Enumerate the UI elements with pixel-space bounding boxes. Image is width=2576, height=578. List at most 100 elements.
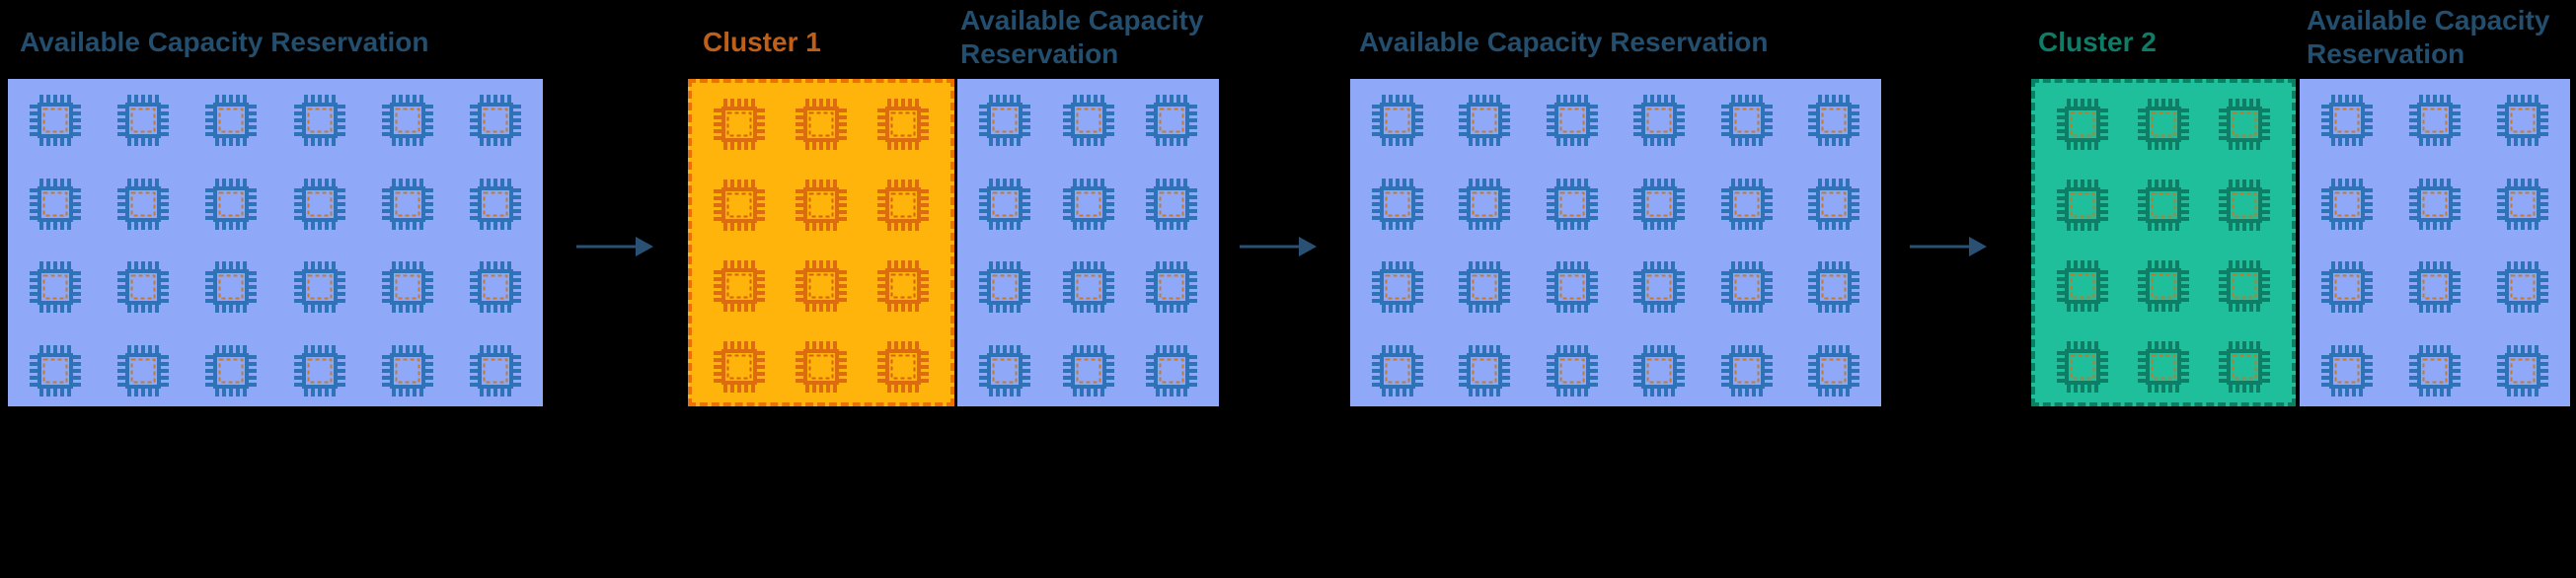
processor-chip-icon (1633, 95, 1685, 146)
processor-chip-icon (714, 99, 765, 150)
cluster-panel (688, 79, 954, 406)
capacity-reservation-group-3: Available Capacity Reservation (1350, 0, 1881, 414)
processor-chip-icon (382, 345, 433, 397)
processor-chip-icon (2138, 260, 2189, 312)
reservation-panel (8, 79, 543, 406)
reservation-panel (957, 79, 1219, 406)
processor-chip-icon (796, 99, 847, 150)
cluster-1-group: Cluster 1 (688, 0, 954, 414)
processor-chip-icon (1721, 95, 1773, 146)
processor-chip-icon (205, 95, 257, 146)
chip-grid (2300, 79, 2570, 406)
processor-chip-icon (1459, 95, 1510, 146)
panel-title: Available Capacity Reservation (1350, 26, 1881, 59)
processor-chip-icon (796, 180, 847, 231)
processor-chip-icon (1459, 179, 1510, 230)
processor-chip-icon (30, 179, 81, 230)
processor-chip-icon (1372, 179, 1423, 230)
processor-chip-icon (382, 179, 433, 230)
capacity-reservation-group-1: Available Capacity Reservation (8, 0, 543, 414)
processor-chip-icon (1808, 345, 1859, 397)
processor-chip-icon (1146, 261, 1197, 313)
processor-chip-icon (2219, 99, 2270, 150)
processor-chip-icon (1721, 345, 1773, 397)
processor-chip-icon (714, 180, 765, 231)
processor-chip-icon (1808, 261, 1859, 313)
processor-chip-icon (382, 261, 433, 313)
panel-title-text: Available Capacity Reservation (20, 27, 429, 57)
processor-chip-icon (382, 95, 433, 146)
chip-grid (957, 79, 1219, 406)
processor-chip-icon (1633, 261, 1685, 313)
arrow-right-icon (575, 235, 654, 258)
processor-chip-icon (1063, 179, 1114, 230)
processor-chip-icon (1146, 95, 1197, 146)
panel-title-text: Available Capacity Reservation (2307, 5, 2550, 69)
processor-chip-icon (796, 341, 847, 393)
processor-chip-icon (1063, 261, 1114, 313)
processor-chip-icon (470, 179, 521, 230)
processor-chip-icon (2219, 180, 2270, 231)
processor-chip-icon (2219, 260, 2270, 312)
processor-chip-icon (877, 99, 929, 150)
processor-chip-icon (2497, 179, 2548, 230)
processor-chip-icon (1721, 261, 1773, 313)
processor-chip-icon (1721, 179, 1773, 230)
processor-chip-icon (294, 179, 345, 230)
processor-chip-icon (1146, 179, 1197, 230)
processor-chip-icon (2321, 95, 2373, 146)
chip-grid (8, 79, 543, 406)
processor-chip-icon (2321, 261, 2373, 313)
processor-chip-icon (2321, 179, 2373, 230)
processor-chip-icon (2138, 99, 2189, 150)
processor-chip-icon (294, 261, 345, 313)
processor-chip-icon (877, 260, 929, 312)
processor-chip-icon (1459, 345, 1510, 397)
processor-chip-icon (2057, 260, 2108, 312)
processor-chip-icon (2219, 341, 2270, 393)
processor-chip-icon (979, 345, 1030, 397)
processor-chip-icon (714, 341, 765, 393)
processor-chip-icon (2409, 345, 2461, 397)
processor-chip-icon (2409, 179, 2461, 230)
processor-chip-icon (1372, 95, 1423, 146)
processor-chip-icon (117, 95, 169, 146)
processor-chip-icon (1633, 179, 1685, 230)
processor-chip-icon (117, 261, 169, 313)
processor-chip-icon (1063, 345, 1114, 397)
processor-chip-icon (30, 261, 81, 313)
processor-chip-icon (2409, 95, 2461, 146)
processor-chip-icon (117, 345, 169, 397)
panel-title-text: Cluster 2 (2038, 27, 2157, 57)
processor-chip-icon (2057, 99, 2108, 150)
chip-grid (2035, 83, 2292, 402)
processor-chip-icon (2321, 345, 2373, 397)
processor-chip-icon (2138, 341, 2189, 393)
processor-chip-icon (470, 95, 521, 146)
chip-grid (1350, 79, 1881, 406)
panel-title: Cluster 2 (2031, 26, 2296, 59)
processor-chip-icon (1063, 95, 1114, 146)
processor-chip-icon (979, 95, 1030, 146)
processor-chip-icon (1547, 345, 1598, 397)
processor-chip-icon (2409, 261, 2461, 313)
panel-title: Available Capacity Reservation (8, 26, 543, 59)
processor-chip-icon (2057, 341, 2108, 393)
panel-title-text: Available Capacity Reservation (960, 5, 1204, 69)
processor-chip-icon (714, 260, 765, 312)
processor-chip-icon (294, 345, 345, 397)
processor-chip-icon (2497, 261, 2548, 313)
processor-chip-icon (2057, 180, 2108, 231)
panel-title: Available Capacity Reservation (957, 4, 1219, 71)
panel-title: Cluster 1 (688, 26, 954, 59)
processor-chip-icon (205, 345, 257, 397)
reservation-panel (1350, 79, 1881, 406)
processor-chip-icon (796, 260, 847, 312)
panel-title-text: Available Capacity Reservation (1359, 27, 1769, 57)
processor-chip-icon (1459, 261, 1510, 313)
reservation-panel (2300, 79, 2570, 406)
processor-chip-icon (1372, 261, 1423, 313)
processor-chip-icon (1547, 261, 1598, 313)
capacity-reservation-group-2: Available Capacity Reservation (957, 0, 1219, 414)
